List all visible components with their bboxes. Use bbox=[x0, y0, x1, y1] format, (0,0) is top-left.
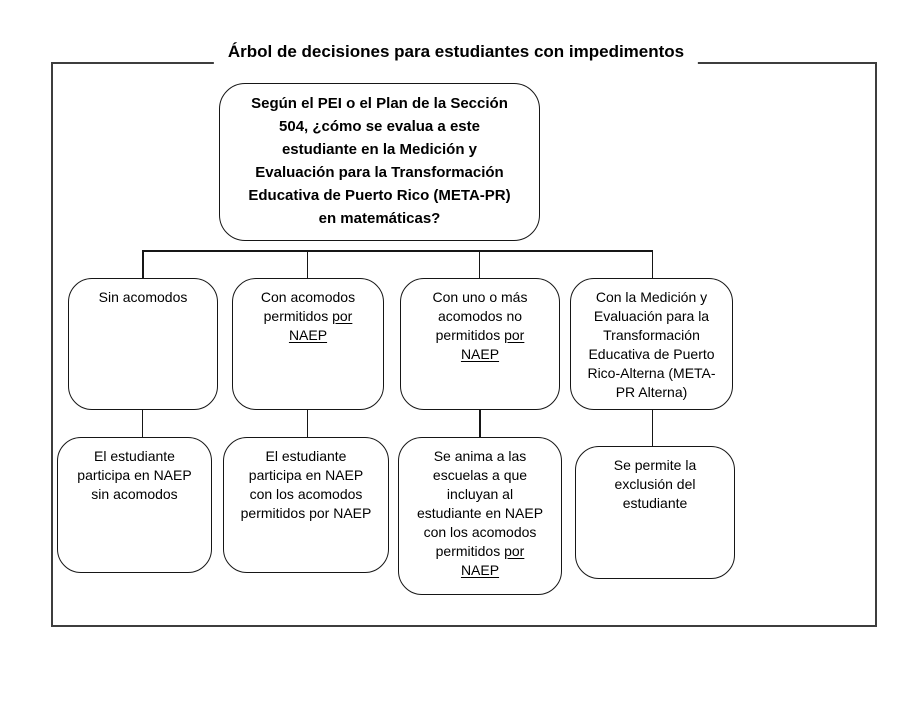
connector-result-line-4 bbox=[651, 408, 653, 447]
connector-branch-line-3 bbox=[478, 250, 480, 279]
connector-result-line-2 bbox=[306, 408, 308, 438]
result-box-participa-sin-acomodos: El estudiante participa en NAEP sin acom… bbox=[57, 437, 212, 573]
connector-result-line-1 bbox=[141, 408, 143, 438]
diagram-title: Árbol de decisiones para estudiantes con… bbox=[213, 42, 699, 67]
connector-branch-line-1 bbox=[142, 250, 144, 279]
result-box-exclusion: Se permite la exclusión del estudiante bbox=[575, 446, 735, 579]
result-box-participa-con-acomodos: El estudiante participa en NAEP con los … bbox=[223, 437, 389, 573]
option-box-acomodos-no-permitidos: Con uno o más acomodos no permitidos por… bbox=[400, 278, 560, 410]
connector-branch-line-2 bbox=[306, 250, 308, 279]
connector-result-line-3 bbox=[479, 408, 481, 438]
connector-branch-line-4 bbox=[651, 250, 653, 279]
result-box-se-anima-escuelas: Se anima a las escuelas a que incluyan a… bbox=[398, 437, 562, 595]
option-box-meta-pr-alterna: Con la Medición y Evaluación para la Tra… bbox=[570, 278, 733, 410]
question-box: Según el PEI o el Plan de la Sección 504… bbox=[219, 83, 540, 241]
option-box-acomodos-permitidos: Con acomodos permitidos por NAEP bbox=[232, 278, 384, 410]
connector-trunk-line bbox=[142, 250, 653, 252]
option-box-sin-acomodos: Sin acomodos bbox=[68, 278, 218, 410]
